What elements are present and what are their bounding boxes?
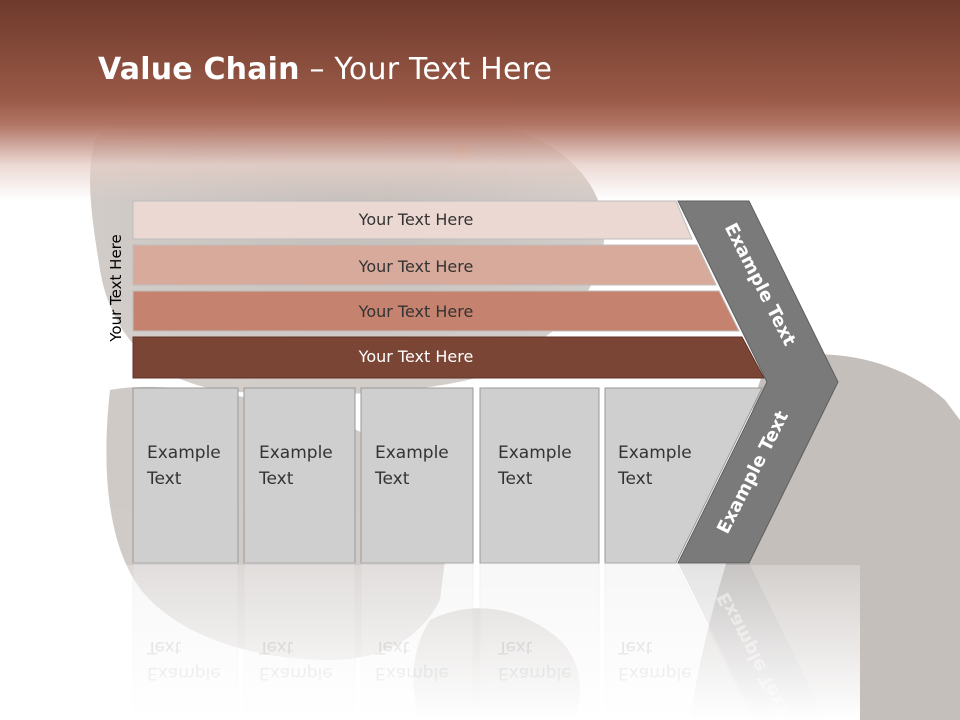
box-1-line2: Text (146, 469, 182, 489)
box-5-shape (604, 387, 763, 564)
bar-3-shape (132, 290, 740, 332)
title-bold: Value Chain (98, 52, 300, 87)
box-1-line1: Example (147, 443, 221, 463)
bar-1: Your Text Here (132, 200, 693, 240)
side-label: Your Text Here (107, 234, 125, 342)
chevron-shape (677, 200, 839, 564)
bar-2-shape (132, 244, 717, 286)
box-3: Example Text (360, 387, 474, 564)
box-2-shape (243, 387, 356, 564)
bar-2: Your Text Here (132, 244, 717, 286)
box-4-line1: Example (498, 443, 572, 463)
box-3-line2: Text (374, 469, 410, 489)
box-2: Example Text (243, 387, 356, 564)
title-rest: – Your Text Here (299, 52, 553, 87)
box-3-shape (360, 387, 474, 564)
box-5-line2: Text (617, 469, 653, 489)
box-4: Example Text (479, 387, 600, 564)
bar-4: Your Text Here (132, 336, 765, 379)
box-4-line2: Text (497, 469, 533, 489)
box-3-line1: Example (375, 443, 449, 463)
header-band (0, 0, 960, 200)
box-1: Example Text (132, 387, 239, 564)
reflection-fade (120, 565, 860, 720)
bar-3-label: Your Text Here (358, 302, 474, 321)
box-5: Example Text (604, 387, 763, 564)
box-2-line1: Example (259, 443, 333, 463)
bar-2-label: Your Text Here (358, 257, 474, 276)
bar-3: Your Text Here (132, 290, 740, 332)
bar-1-shape (132, 200, 693, 240)
box-1-shape (132, 387, 239, 564)
bar-4-shape (132, 336, 765, 379)
box-5-line1: Example (618, 443, 692, 463)
box-4-shape (479, 387, 600, 564)
bar-4-label: Your Text Here (358, 347, 474, 366)
box-2-line2: Text (258, 469, 294, 489)
bar-1-label: Your Text Here (358, 210, 474, 229)
slide-title: Value Chain – Your Text Here (98, 52, 552, 87)
